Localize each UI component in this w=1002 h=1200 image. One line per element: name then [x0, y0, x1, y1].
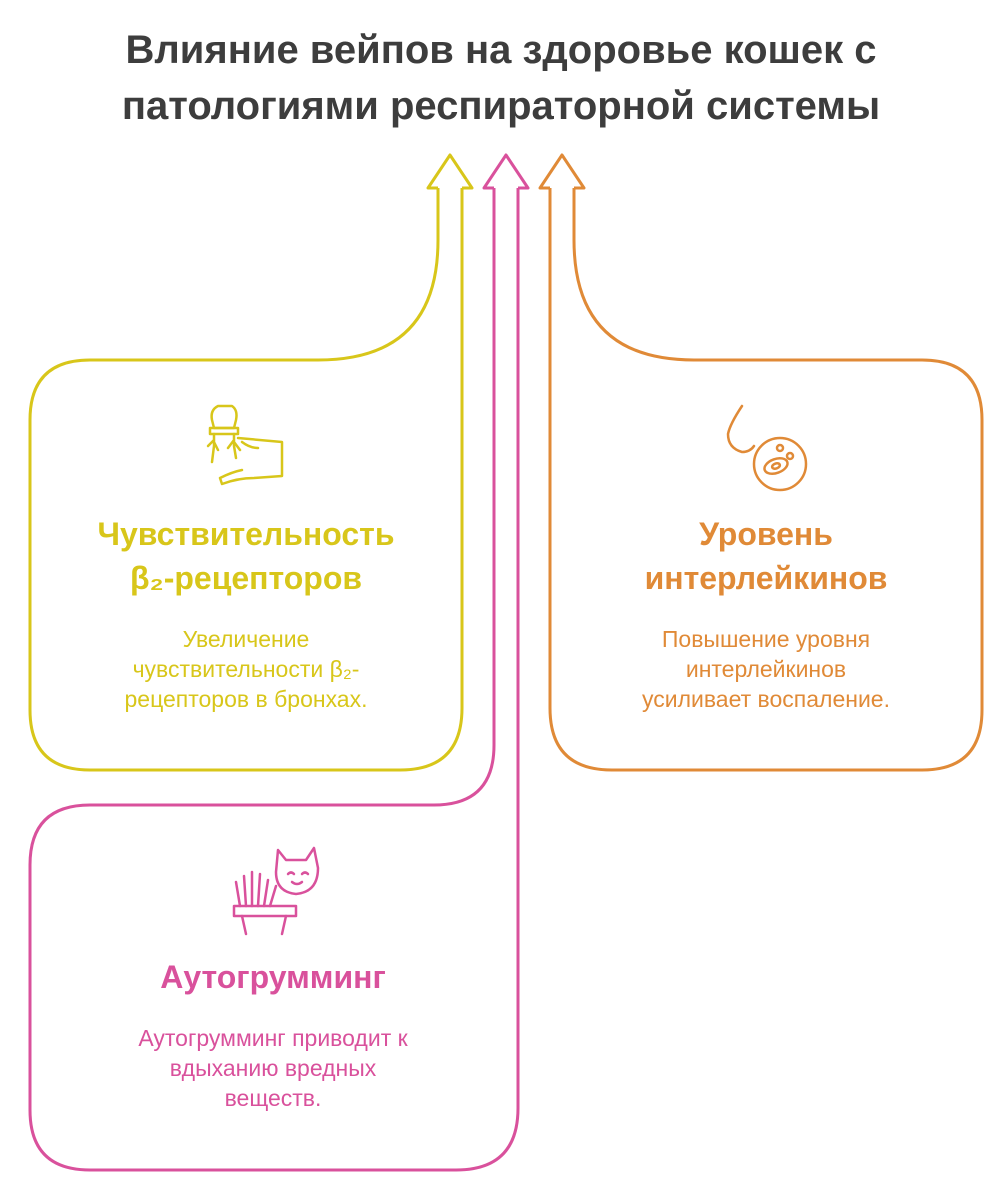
interleukins-desc-line-1: Повышение уровня [661, 626, 871, 652]
interleukins-card-outline [548, 188, 984, 772]
interleukins-card: Уровень интерлейкинов Повышение уровня и… [560, 512, 972, 714]
receptors-card-description: Увеличение чувствительности β₂- рецептор… [40, 624, 452, 714]
receptors-desc-line-2: чувствительности β₂- [132, 656, 360, 682]
grooming-desc-line-1: Аутогрумминг приводит к [138, 1025, 408, 1051]
title-line-1: Влияние вейпов на здоровье кошек с [125, 28, 877, 72]
interleukins-card-title: Уровень интерлейкинов [560, 512, 972, 600]
interleukins-card-description: Повышение уровня интерлейкинов усиливает… [560, 624, 972, 714]
cat-brush-icon [232, 846, 320, 936]
interleukins-title-line-1: Уровень [699, 516, 833, 552]
receptors-desc-line-3: рецепторов в бронхах. [124, 686, 368, 712]
receptors-card: Чувствительность β₂-рецепторов Увеличени… [40, 512, 452, 714]
grooming-card-description: Аутогрумминг приводит к вдыханию вредных… [40, 1023, 506, 1113]
receptors-title-line-1: Чувствительность [97, 516, 395, 552]
grooming-card: Аутогрумминг Аутогрумминг приводит к вды… [40, 955, 506, 1113]
cell-drop-icon [726, 404, 808, 492]
interleukins-desc-line-3: усиливает воспаление. [641, 686, 890, 712]
lungs-hand-icon [206, 404, 284, 486]
interleukins-title-line-2: интерлейкинов [644, 560, 888, 596]
grooming-card-outline [28, 188, 520, 1172]
receptors-card-outline [28, 188, 464, 772]
receptors-desc-line-1: Увеличение [182, 626, 310, 652]
grooming-desc-line-2: вдыханию вредных [169, 1055, 377, 1081]
interleukins-desc-line-2: интерлейкинов [685, 656, 847, 682]
grooming-arrow-head [482, 153, 530, 190]
grooming-title-line-1: Аутогрумминг [160, 959, 386, 995]
receptors-card-title: Чувствительность β₂-рецепторов [40, 512, 452, 600]
page-title: Влияние вейпов на здоровье кошек с патол… [0, 22, 1002, 134]
title-line-2: патологиями респираторной системы [121, 84, 881, 128]
receptors-arrow-head [426, 153, 474, 190]
receptors-title-line-2: β₂-рецепторов [129, 560, 363, 596]
grooming-desc-line-3: веществ. [224, 1085, 322, 1111]
interleukins-arrow-head [538, 153, 586, 190]
grooming-card-title: Аутогрумминг [40, 955, 506, 999]
